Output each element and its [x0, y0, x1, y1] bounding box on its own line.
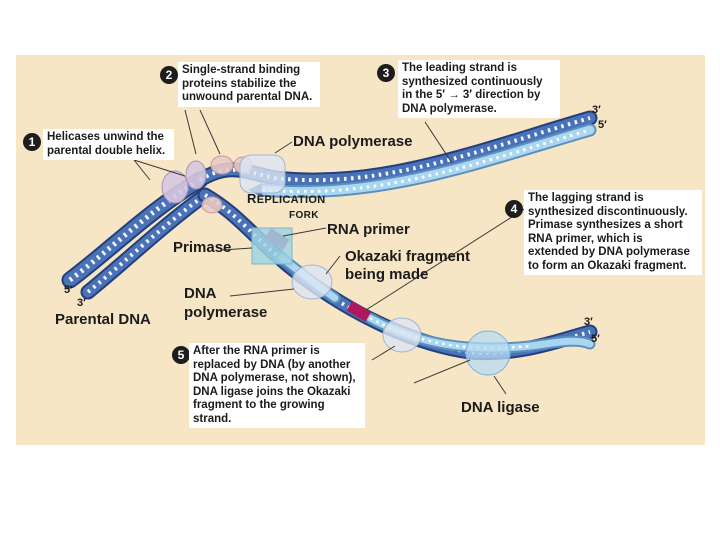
- end-bottom-right-3: 3′: [584, 316, 593, 328]
- step-4-number: 4: [505, 200, 523, 218]
- step-1-line-1: Helicases unwind the: [47, 131, 164, 143]
- leader-lines: [133, 109, 527, 395]
- end-top-right-3: 3′: [592, 104, 601, 116]
- step-3-line-1: The leading strand is: [402, 62, 518, 74]
- label-replication: REPLICATION: [247, 191, 326, 206]
- end-top-right-5: 5′: [598, 119, 607, 131]
- step-1-number: 1: [23, 133, 41, 151]
- step-2-line-3: unwound parental DNA.: [182, 91, 313, 103]
- label-fork: FORK: [289, 210, 319, 221]
- label-dna-polymerase-lower-1: DNA: [184, 285, 217, 302]
- step-4-line-3: Primase synthesizes a short: [528, 219, 683, 231]
- label-dna-polymerase-lower-2: polymerase: [184, 304, 268, 321]
- step-5-number: 5: [172, 346, 190, 364]
- label-dna-ligase: DNA ligase: [461, 399, 540, 416]
- step-1-text: Helicases unwind the parental double hel…: [43, 129, 174, 160]
- label-okazaki-line-2: being made: [345, 266, 429, 283]
- step-3-text: The leading strand is synthesized contin…: [398, 60, 560, 118]
- step-4-line-1: The lagging strand is: [528, 192, 644, 204]
- end-bottom-right-5: 5′: [591, 333, 600, 345]
- leading-strand-template: [192, 110, 598, 188]
- end-left-3: 3′: [77, 297, 86, 309]
- dna-polymerase-leading: [239, 154, 286, 194]
- label-replication-initial: R: [247, 191, 257, 206]
- step-4-text: The lagging strand is synthesized discon…: [524, 190, 702, 275]
- label-rna-primer: RNA primer: [327, 221, 410, 238]
- step-5-line-4: DNA ligase joins the Okazaki: [193, 385, 351, 398]
- step-1-line-2: parental double helix.: [47, 144, 166, 157]
- step-4-line-6: to form an Okazaki fragment.: [528, 259, 687, 272]
- dna-polymerase-lagging-2: [382, 317, 422, 353]
- label-parental-dna: Parental DNA: [55, 311, 151, 328]
- step-4-line-4: RNA primer, which is: [528, 232, 643, 245]
- step-3-line-4: DNA polymerase.: [402, 102, 497, 115]
- label-dna-polymerase-top: DNA polymerase: [293, 133, 413, 150]
- step-5-line-1: After the RNA primer is: [193, 345, 320, 357]
- label-replication-rest: EPLICATION: [256, 194, 326, 206]
- step-4-line-5: extended by DNA polymerase: [528, 246, 690, 258]
- step-5-line-5: fragment to the growing: [193, 399, 325, 411]
- step-3-line-2: synthesized continuously: [402, 75, 543, 88]
- step-3-number: 3: [377, 64, 395, 82]
- end-left-5: 5′: [64, 284, 73, 296]
- step-4-line-2: synthesized discontinuously.: [528, 205, 688, 218]
- step-5-text: After the RNA primer is replaced by DNA …: [189, 343, 365, 428]
- dna-polymerase-lagging: [291, 264, 333, 300]
- step-2-line-1: Single-strand binding: [182, 64, 301, 76]
- step-3-line-3: in the 5′ → 3′ direction by: [402, 89, 541, 101]
- step-2-line-2: proteins stabilize the: [182, 77, 297, 90]
- step-2-number: 2: [160, 66, 178, 84]
- step-2-text: Single-strand binding proteins stabilize…: [178, 62, 320, 107]
- label-okazaki-line-1: Okazaki fragment: [345, 248, 471, 265]
- helicase-proteins: [161, 155, 253, 214]
- step-5-line-3: DNA polymerase, not shown),: [193, 372, 356, 384]
- step-5-line-6: strand.: [193, 412, 232, 425]
- step-5-line-2: replaced by DNA (by another: [193, 358, 351, 371]
- rna-primer-lower: [346, 301, 372, 322]
- primase-protein: [251, 227, 293, 265]
- label-primase: Primase: [173, 239, 232, 256]
- dna-ligase-protein: [465, 330, 511, 376]
